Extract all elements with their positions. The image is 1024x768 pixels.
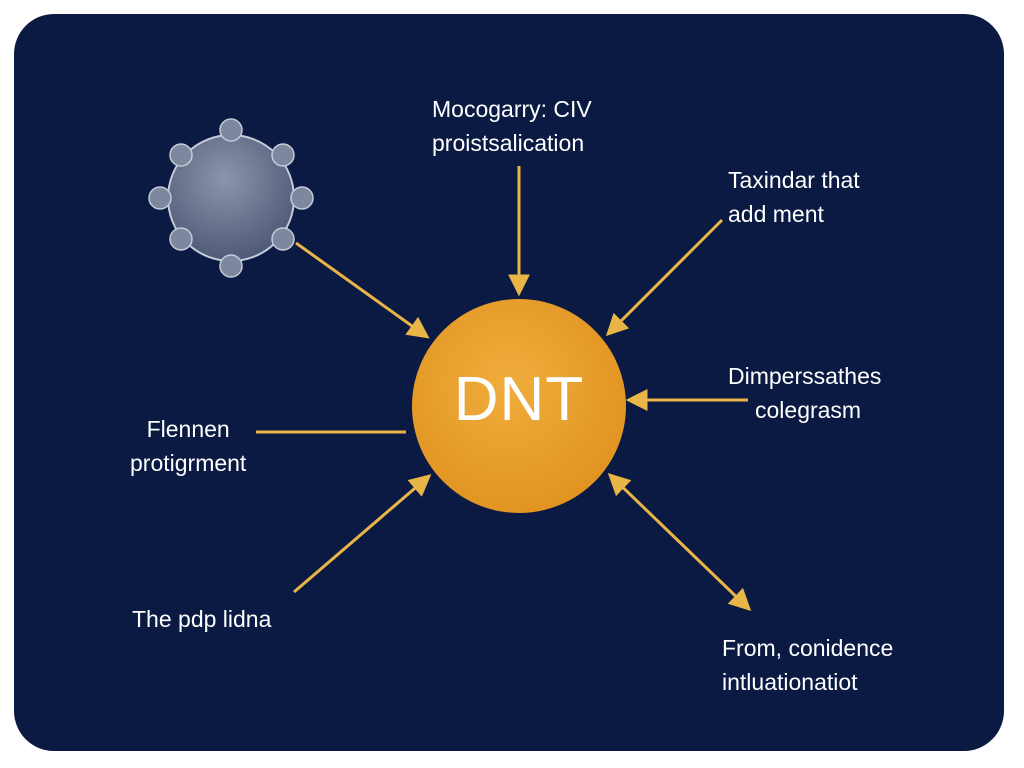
arrow-center-bottom-right-double bbox=[607, 472, 752, 612]
label-top: Mocogarry: CIV proistsalication bbox=[432, 92, 592, 160]
label-left-line-1: Flennen bbox=[146, 416, 230, 442]
arrow-molecule-to-center bbox=[295, 241, 430, 339]
label-right-line-1: Dimperssathes bbox=[728, 363, 882, 389]
label-bottom-right-line-1: From, conidence bbox=[722, 635, 894, 661]
arrow-bottom-left-to-center bbox=[293, 474, 432, 594]
label-bottom-right-line-2: intluationatiot bbox=[722, 669, 858, 695]
label-top-right-line-1: Taxindar that bbox=[728, 167, 860, 193]
label-right: Dimperssathes colegrasm bbox=[728, 359, 881, 427]
molecule-icon bbox=[148, 118, 314, 278]
label-top-line-2: proistsalication bbox=[432, 130, 585, 156]
label-top-line-1: Mocogarry: CIV bbox=[432, 96, 592, 122]
label-left: Flennen protigrment bbox=[130, 412, 246, 480]
label-bottom-right: From, conidence intluationatiot bbox=[722, 631, 893, 699]
label-bottom-left-line-1: The pdp lidna bbox=[132, 606, 272, 632]
label-top-right-line-2: add ment bbox=[728, 201, 824, 227]
arrow-top-right-to-center bbox=[605, 218, 724, 337]
label-right-line-2: colegrasm bbox=[755, 397, 862, 423]
label-left-line-2: protigrment bbox=[130, 450, 247, 476]
center-node bbox=[412, 299, 626, 513]
center-node-label: DNT bbox=[453, 365, 585, 434]
label-top-right: Taxindar that add ment bbox=[728, 163, 860, 231]
label-bottom-left: The pdp lidna bbox=[132, 602, 271, 636]
